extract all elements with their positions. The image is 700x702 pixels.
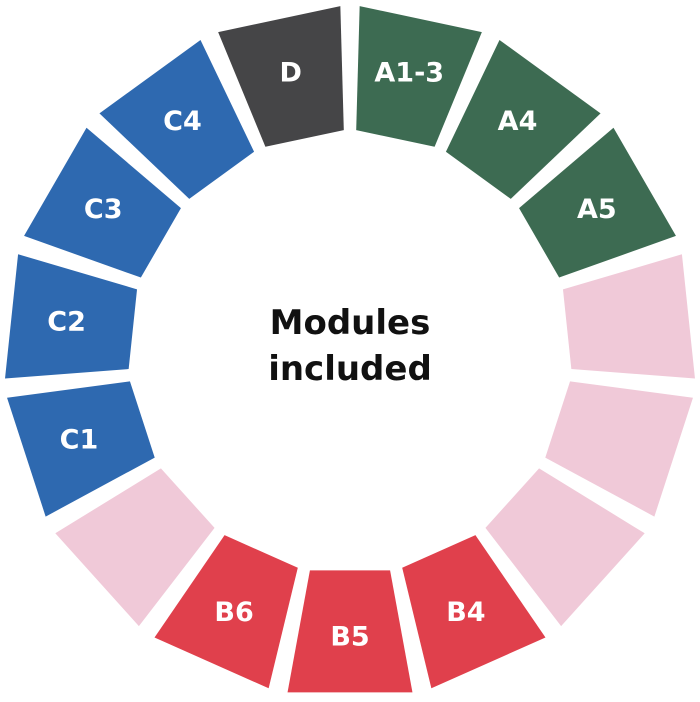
segment-label-b6: B6	[214, 597, 253, 628]
center-title-line2: included	[268, 349, 432, 389]
segment-label-a1-3: A1-3	[374, 58, 444, 89]
segment-b6	[154, 535, 298, 689]
segment-b4	[402, 535, 546, 689]
center-title: Modules included	[220, 300, 480, 392]
segment-label-c1: C1	[60, 425, 99, 456]
segment-empty-3	[562, 254, 695, 379]
segment-b5	[287, 570, 413, 693]
segment-label-a4: A4	[498, 106, 538, 137]
segment-c2	[5, 254, 138, 379]
segment-label-d: D	[280, 58, 302, 89]
segment-empty-4	[545, 381, 693, 517]
segment-label-a5: A5	[577, 194, 617, 225]
center-title-line1: Modules	[269, 303, 431, 343]
segment-d	[218, 6, 344, 147]
segment-label-c3: C3	[84, 194, 123, 225]
segment-label-c2: C2	[47, 307, 86, 338]
segment-c3	[24, 127, 181, 278]
segment-empty-9	[55, 468, 215, 627]
segment-c4	[99, 39, 255, 199]
segment-a1-3	[356, 6, 482, 147]
segment-a5	[519, 127, 676, 278]
segment-a4	[445, 39, 601, 199]
segment-empty-5	[485, 468, 645, 627]
segment-label-b4: B4	[446, 597, 485, 628]
segment-label-c4: C4	[163, 106, 202, 137]
segment-c1	[7, 381, 155, 517]
segment-label-b5: B5	[330, 622, 369, 653]
